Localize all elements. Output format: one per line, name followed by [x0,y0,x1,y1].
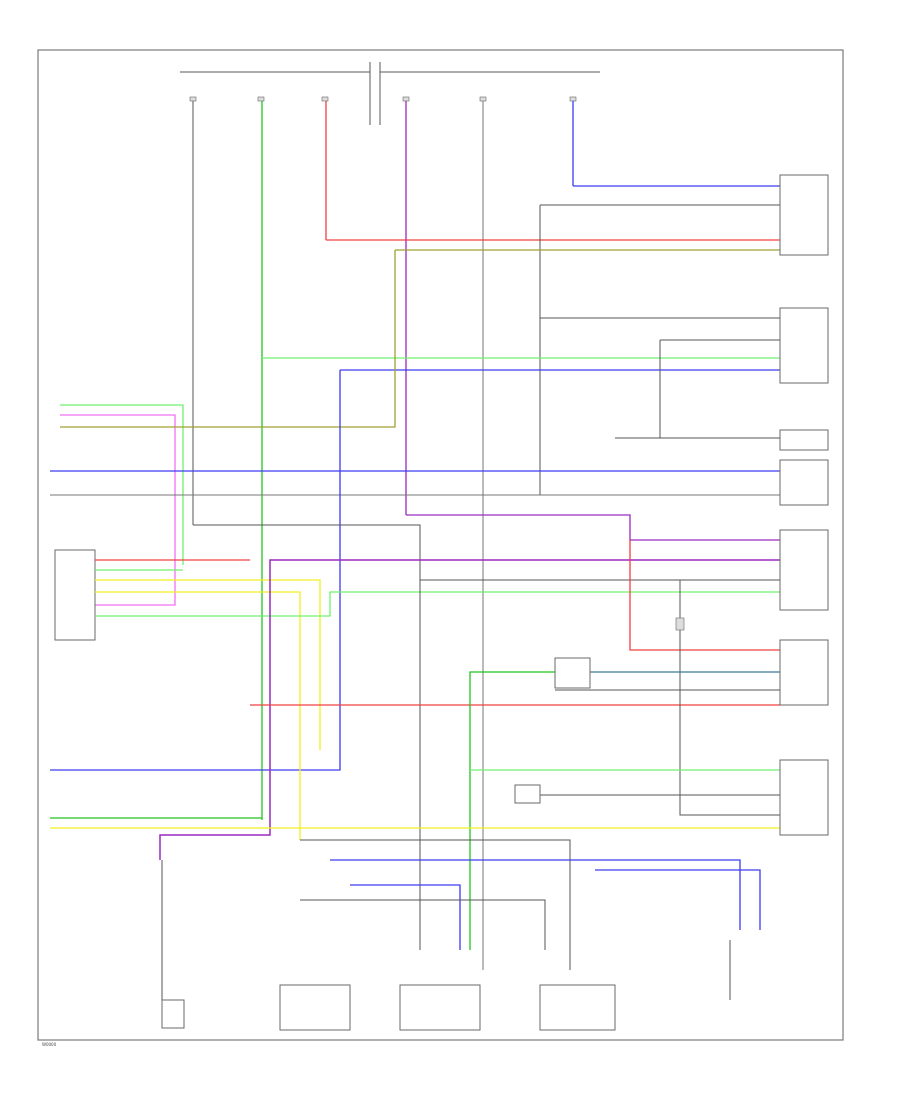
top-power-bus [180,62,600,125]
right-switch-6 [779,639,829,706]
footer-code: W0000 [42,1042,57,1047]
bottom-switch-3 [539,984,616,1031]
right-switch-2 [779,307,829,384]
control-unit-box [54,549,96,641]
right-switch-5 [779,529,829,611]
right-components [779,174,829,836]
bottom-switch-1 [279,984,351,1031]
left-connector-bundle [50,250,780,771]
bottom-left-component [161,999,185,1029]
right-switch-4 [779,459,829,506]
middle-runs [50,514,780,950]
control-unit [54,524,780,950]
bottom-components [161,839,761,1031]
right-switch-3 [779,429,829,451]
right-switch-7 [779,759,829,836]
relay-box [554,657,591,689]
wire-feeds [192,101,574,970]
diagram-border [37,49,844,1041]
bottom-switch-2 [399,984,481,1031]
right-side-runs [262,185,780,495]
right-switch-1 [779,174,829,256]
